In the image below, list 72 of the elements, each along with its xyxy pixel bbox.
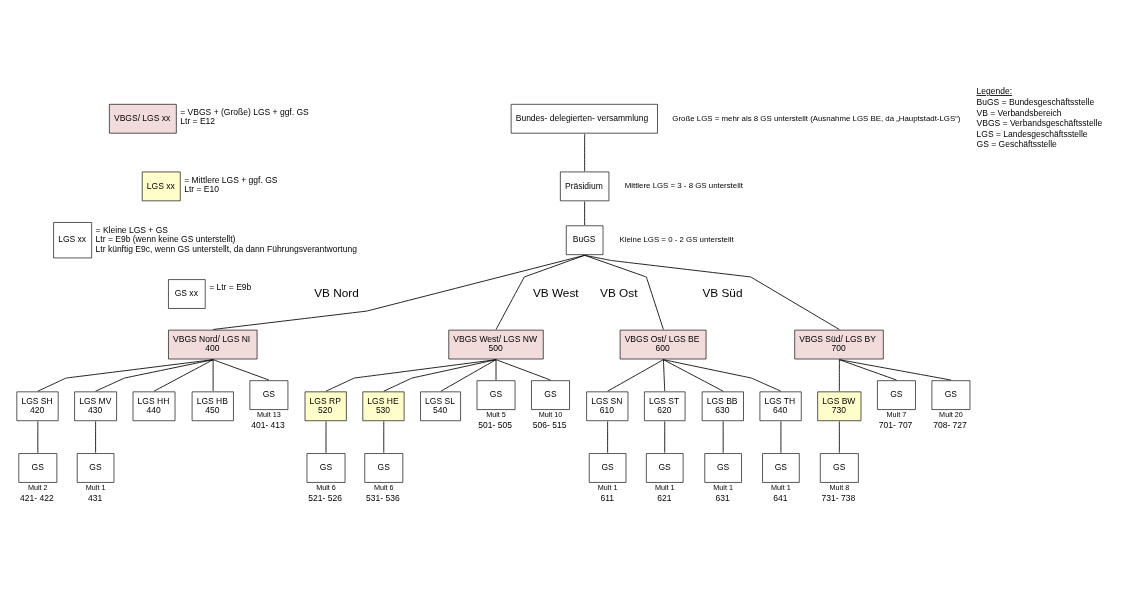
connector xyxy=(95,420,97,453)
node-label: Mult 5 xyxy=(486,409,506,419)
node-label: 631 xyxy=(715,492,730,503)
node-label: = VBGS + (Große) LGS + ggf. GS xyxy=(180,106,309,117)
node-label: 621 xyxy=(657,492,672,503)
node-label: = Ltr = E9b xyxy=(209,281,252,292)
label: LGS = Landesgeschäftsstelle xyxy=(976,128,1088,139)
node-label: Mult 1 xyxy=(713,482,733,492)
connector xyxy=(663,358,724,392)
node-label: 521- 526 xyxy=(308,492,342,503)
node-label: Mult 20 xyxy=(939,409,963,419)
label: VB Süd xyxy=(702,285,743,300)
connector xyxy=(607,420,609,453)
node-label: Mult 10 xyxy=(538,409,563,419)
connector xyxy=(584,254,840,330)
node-label: Ltr = E9b (wenn keine GS unterstellt) xyxy=(95,233,236,244)
connector xyxy=(584,132,586,172)
node-label: Mult 2 xyxy=(27,482,48,492)
node-label: Ltr künftig E9c, wenn GS unterstellt, da dann Führungsverantwortung xyxy=(95,243,357,254)
connector xyxy=(495,358,551,380)
node-label: Mult 1 xyxy=(597,482,618,492)
connector xyxy=(838,420,840,453)
connector xyxy=(663,358,666,392)
connector xyxy=(584,200,586,226)
label: VB West xyxy=(532,285,579,300)
node-label: 641 xyxy=(773,492,788,503)
connector xyxy=(838,358,952,380)
label: VBGS = Verbandsgeschäftsstelle xyxy=(976,117,1103,128)
connector xyxy=(495,358,497,380)
label: GS = Geschäftsstelle xyxy=(976,138,1057,149)
node-label: 501- 505 xyxy=(478,419,512,430)
connector xyxy=(607,358,664,392)
node-label: Mult 1 xyxy=(85,482,106,492)
node-label: 701- 707 xyxy=(878,419,913,430)
label: VB = Verbandsbereich xyxy=(976,107,1062,118)
node-label: 708- 727 xyxy=(933,419,967,430)
connector xyxy=(37,358,214,392)
connector xyxy=(95,358,214,392)
node-label: 421- 422 xyxy=(20,492,54,503)
connector xyxy=(383,358,497,392)
connector xyxy=(838,358,840,392)
node-label: Ltr = E10 xyxy=(184,183,220,194)
label: BuGS = Bundesgeschäftsstelle xyxy=(976,96,1095,107)
node-label: 401- 413 xyxy=(251,419,285,430)
label: VB Ost xyxy=(600,285,638,300)
connector xyxy=(325,358,497,392)
node-label: Ltr = E12 xyxy=(180,115,216,126)
connector xyxy=(212,358,270,380)
connector xyxy=(153,358,214,392)
node-label: Mult 7 xyxy=(886,409,907,419)
connector xyxy=(664,420,666,453)
node-label: Mult 1 xyxy=(771,482,791,492)
connector xyxy=(663,358,782,392)
node-label: = Mittlere LGS + ggf. GS xyxy=(184,174,278,185)
node-label: 731- 738 xyxy=(821,492,856,503)
node-label: 506- 515 xyxy=(532,419,567,430)
node-label: Mult 8 xyxy=(829,482,850,492)
connector xyxy=(212,358,214,392)
node-label: 611 xyxy=(600,492,614,503)
node-label: = Kleine LGS + GS xyxy=(95,224,169,235)
connector xyxy=(440,358,497,392)
connector xyxy=(495,254,586,330)
label: Legende: xyxy=(976,85,1013,96)
label: VB Nord xyxy=(314,285,359,300)
connector xyxy=(212,254,586,330)
connector xyxy=(584,254,664,330)
node-label: Mult 6 xyxy=(373,482,394,492)
node-label: Mult 13 xyxy=(257,409,281,419)
node-label: Mult 1 xyxy=(654,482,675,492)
node-label: 531- 536 xyxy=(366,492,400,503)
node-label: Mult 6 xyxy=(316,482,336,492)
node-label: 431 xyxy=(88,492,103,503)
